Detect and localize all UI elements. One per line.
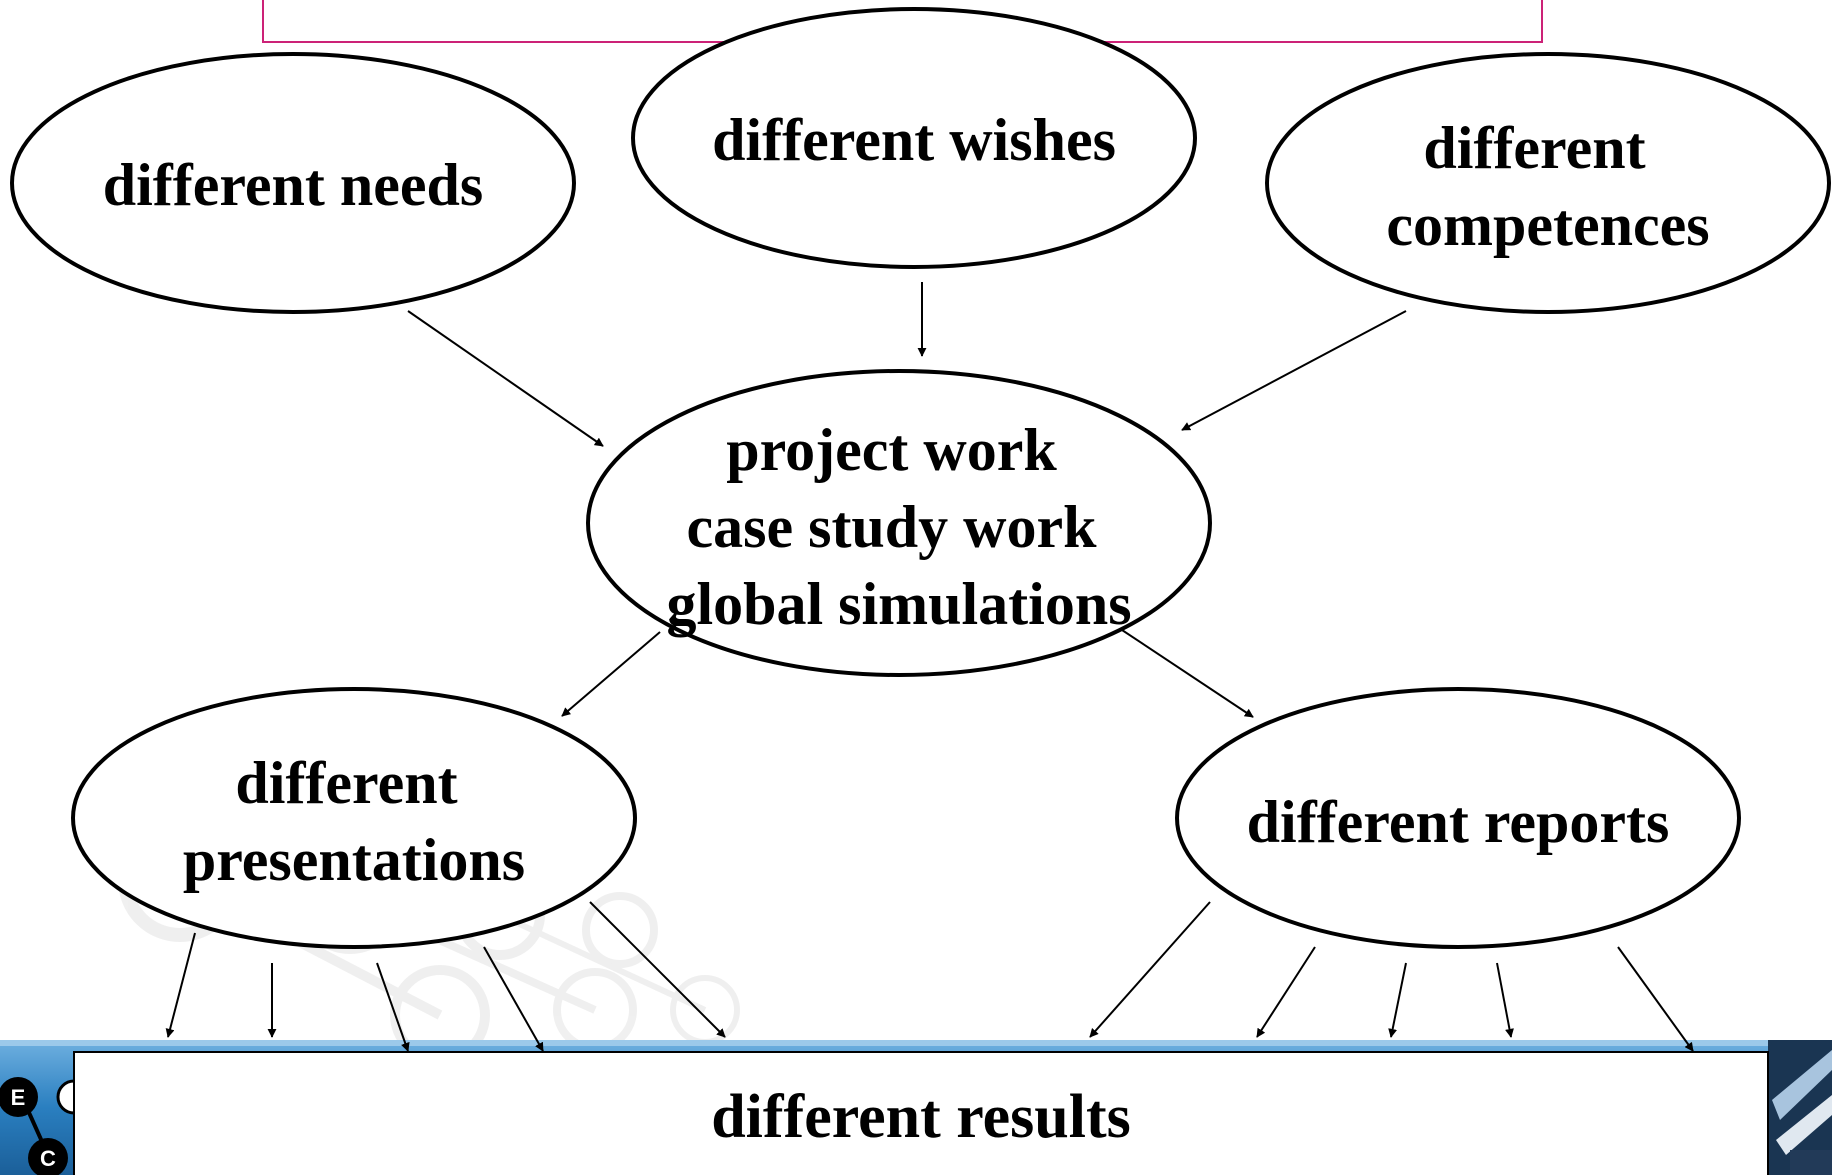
arrow-presentations-to-results-3 (376, 962, 410, 1052)
label-center-line-2: case study work (686, 494, 1097, 560)
label-competences-line-2: competences (1386, 192, 1709, 258)
arrow-needs-to-center (407, 310, 604, 447)
label-center: project work case study work global simu… (666, 417, 1131, 637)
label-presentations-line-1: different (235, 750, 457, 816)
arrow-reports-to-results-3 (1388, 962, 1407, 1038)
ellipse-needs (10, 52, 576, 314)
ellipse-wishes (631, 7, 1197, 269)
arrow-reports-to-results-1 (1089, 901, 1211, 1038)
results-box (73, 1051, 1769, 1175)
ellipse-competences (1265, 52, 1831, 314)
footer-band-shade (0, 1040, 1832, 1046)
logo-letter-e: E (11, 1085, 26, 1110)
ellipse-presentations (71, 687, 637, 949)
arrow-reports-to-results-2 (1256, 946, 1316, 1038)
arrow-reports-to-results-4 (1496, 962, 1514, 1038)
label-presentations: different presentations (183, 750, 525, 893)
ellipse-center (586, 369, 1212, 677)
arrow-competences-to-center (1181, 310, 1407, 431)
arrow-center-to-reports (1121, 629, 1254, 718)
connector-arrows (165, 282, 1694, 1052)
label-center-line-3: global simulations (666, 571, 1131, 637)
label-wishes-line: different wishes (712, 107, 1116, 173)
footer-image (1768, 1040, 1832, 1175)
node-ellipses (10, 7, 1831, 949)
label-wishes: different wishes (712, 107, 1116, 173)
arrow-presentations-to-results-4 (483, 946, 544, 1052)
label-needs-line: different needs (103, 152, 484, 218)
label-center-line-1: project work (726, 417, 1057, 483)
arrow-presentations-to-results-5 (589, 901, 726, 1038)
label-presentations-line-2: presentations (183, 827, 525, 893)
node-labels: different needs different wishes differe… (103, 107, 1710, 893)
label-reports-line: different reports (1247, 789, 1670, 855)
arrow-center-to-presentations (561, 631, 661, 717)
ellipse-reports (1175, 687, 1741, 949)
arrow-reports-to-results-5 (1617, 946, 1694, 1052)
label-reports: different reports (1247, 789, 1670, 855)
logo-letter-c: C (40, 1146, 56, 1171)
label-needs: different needs (103, 152, 484, 218)
arrow-presentations-to-results-1 (165, 932, 196, 1038)
results-label: different results (711, 1083, 1131, 1151)
label-competences-line-1: different (1423, 115, 1645, 181)
label-competences: different competences (1386, 115, 1709, 258)
